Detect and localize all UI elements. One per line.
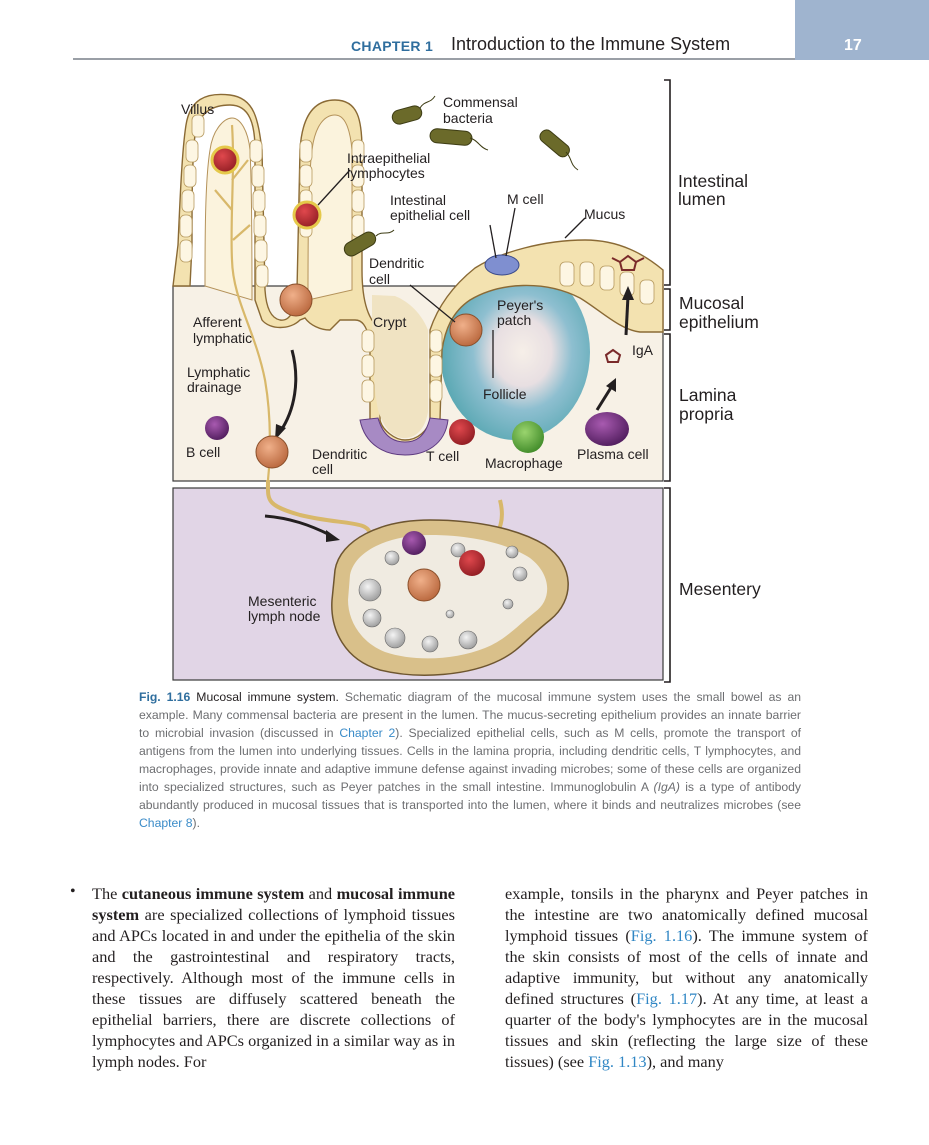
label-lymphatic-1: Lymphatic <box>187 364 250 380</box>
label-macrophage: Macrophage <box>485 455 563 471</box>
label-peyers-2: patch <box>497 312 531 328</box>
body-column-right: example, tonsils in the pharynx and Peye… <box>505 883 868 1072</box>
macrophage <box>512 421 544 453</box>
peyers-patch-follicle <box>440 264 590 440</box>
region-mesentery: Mesentery <box>679 579 761 599</box>
caption-link-chapter-8[interactable]: Chapter 8 <box>139 816 193 830</box>
intraepithelial-lymphocyte-2 <box>292 200 322 230</box>
page-number-box <box>795 0 929 60</box>
right-text-3: ). At any time, at least a quarter of th… <box>505 989 868 1071</box>
label-mesenteric-2: lymph node <box>248 608 321 624</box>
link-fig-1-17[interactable]: Fig. 1.17 <box>636 989 698 1008</box>
commensal-bacteria <box>343 105 570 257</box>
label-commensal-1: Commensal <box>443 94 518 110</box>
label-afferent-2: lymphatic <box>193 330 252 346</box>
caption-title: Mucosal immune system. <box>196 690 339 704</box>
villus-core <box>204 117 253 301</box>
t-cell-node <box>459 550 485 576</box>
left-text-3: are specialized collections of lymphoid … <box>92 905 455 1071</box>
caption-iga: (IgA) <box>653 780 680 794</box>
caption-text-4: ). <box>192 816 200 830</box>
drainage-arrow <box>278 349 298 433</box>
label-iel-1: Intraepithelial <box>347 150 430 166</box>
iga-antibody-1 <box>611 254 645 271</box>
node-arrow <box>264 514 331 537</box>
region-lamina-2: propria <box>679 404 734 424</box>
label-b-cell: B cell <box>186 444 220 460</box>
right-text-2: ). The immune system of the skin consist… <box>505 926 868 1008</box>
label-mucus: Mucus <box>584 206 625 222</box>
label-dendritic-b1: Dendritic <box>312 446 367 462</box>
label-commensal-2: bacteria <box>443 110 493 126</box>
label-mesenteric-1: Mesenteric <box>248 593 316 609</box>
page-number: 17 <box>844 37 862 54</box>
label-peyers-1: Peyer's <box>497 297 543 313</box>
intraepithelial-lymphocyte-1 <box>210 145 240 175</box>
dendritic-cell-node <box>407 568 441 602</box>
region-lamina-1: Lamina <box>679 385 737 405</box>
caption-label: Fig. 1.16 <box>139 690 191 704</box>
b-cell <box>205 416 229 440</box>
body-column-left: The cutaneous immune system and mucosal … <box>92 883 455 1072</box>
plasma-cell <box>585 412 629 446</box>
dendritic-cell-lamina <box>255 435 289 469</box>
label-iel-2: lymphocytes <box>347 165 425 181</box>
label-iga: IgA <box>632 342 654 358</box>
right-text-1: example, tonsils in the pharynx and Peye… <box>505 884 868 945</box>
region-epithelium-1: Mucosal <box>679 293 744 313</box>
region-brackets <box>664 79 671 683</box>
bacteria-flagella <box>375 95 579 237</box>
epithelial-cell-rows <box>179 114 655 403</box>
caption-text-3: is a type of antibody abundantly produce… <box>139 780 802 812</box>
leader-lines <box>317 169 586 378</box>
caption-link-chapter-2[interactable]: Chapter 2 <box>339 726 396 740</box>
caption-text-2: ). Specialized epithelial cells, such as… <box>139 726 802 794</box>
link-fig-1-13[interactable]: Fig. 1.13 <box>588 1052 647 1071</box>
b-cell-node <box>402 531 426 555</box>
term-cutaneous: cutaneous immune system <box>121 884 305 903</box>
chapter-label: CHAPTER 1 <box>351 38 434 54</box>
label-dendritic-1: Dendritic <box>369 255 424 271</box>
label-m-cell: M cell <box>507 191 544 207</box>
region-lumen-2: lumen <box>678 189 726 209</box>
left-text-2: and <box>308 884 333 903</box>
lymph-node-follicles <box>358 542 528 653</box>
region-lumen-1: Intestinal <box>678 171 748 191</box>
label-follicle: Follicle <box>483 386 527 402</box>
dendritic-cell-villus <box>279 283 313 317</box>
lymphatic-vessels <box>214 124 271 481</box>
label-iec-1: Intestinal <box>390 192 446 208</box>
label-t-cell: T cell <box>426 448 459 464</box>
iga-arrow-2 <box>595 385 614 411</box>
link-fig-1-16[interactable]: Fig. 1.16 <box>630 926 693 945</box>
label-dendritic-2: cell <box>369 271 390 287</box>
region-epithelium-2: epithelium <box>679 312 759 332</box>
label-dendritic-b2: cell <box>312 461 333 477</box>
afferent-lymphatic <box>265 479 372 536</box>
t-cell <box>449 419 475 445</box>
label-iec-2: epithelial cell <box>390 207 470 223</box>
header-rule <box>73 58 795 60</box>
mucosal-immune-figure: Villus Commensal bacteria Intraepithelia… <box>172 79 761 683</box>
right-text-4: ), and many <box>646 1052 724 1071</box>
dendritic-cell-patch <box>449 313 483 347</box>
label-plasma-cell: Plasma cell <box>577 446 649 462</box>
chapter-title: Introduction to the Immune System <box>451 34 731 54</box>
iga-arrow-1 <box>624 295 630 336</box>
label-crypt: Crypt <box>373 314 407 330</box>
bullet-marker: • <box>70 883 76 900</box>
left-text-1: The <box>92 884 118 903</box>
label-afferent-1: Afferent <box>193 314 242 330</box>
label-villus: Villus <box>181 101 214 117</box>
crypt-lumen <box>372 295 428 438</box>
term-mucosal: mucosal immune system <box>92 884 455 924</box>
m-cell <box>484 254 520 276</box>
iga-antibody-2 <box>604 348 622 363</box>
caption-text-1: Schematic diagram of the mucosal immune … <box>139 690 801 740</box>
lymph-node-inner <box>348 535 548 659</box>
figure-caption: Fig. 1.16 Mucosal immune system. Schemat… <box>139 688 801 832</box>
crypt-base <box>359 417 449 456</box>
label-lymphatic-2: drainage <box>187 379 242 395</box>
